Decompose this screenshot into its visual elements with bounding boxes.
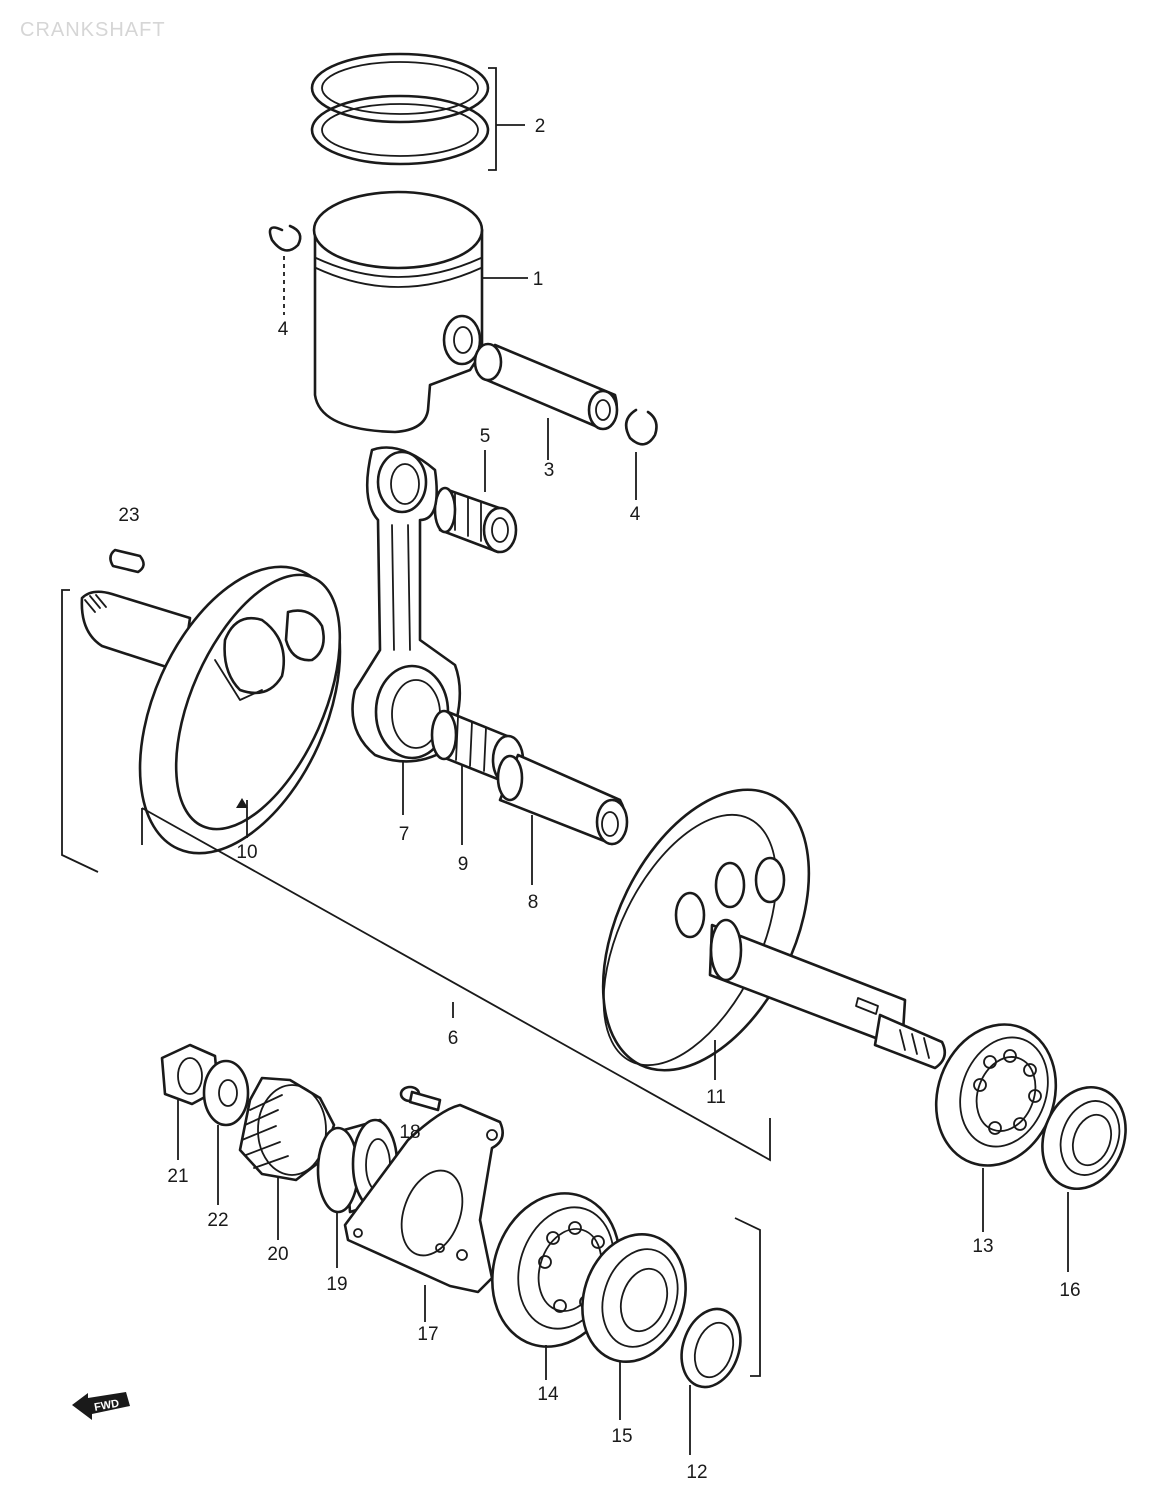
label-4-left: 4 [278, 319, 289, 340]
part-labels: 2 1 4 3 5 4 23 10 7 9 8 6 11 18 21 22 20… [118, 116, 1080, 1483]
circlip-left [268, 224, 302, 315]
label-23: 23 [118, 505, 139, 526]
label-19: 19 [326, 1274, 347, 1295]
washer [202, 1059, 250, 1205]
label-20: 20 [267, 1244, 288, 1265]
label-11: 11 [706, 1087, 726, 1108]
label-13: 13 [972, 1236, 993, 1257]
piston-rings [310, 52, 525, 171]
bolt [399, 1085, 442, 1112]
label-2: 2 [535, 116, 546, 137]
label-3: 3 [544, 460, 555, 481]
fwd-arrow-icon: FWD [72, 1392, 130, 1420]
label-22: 22 [207, 1210, 228, 1231]
label-10: 10 [236, 842, 257, 863]
piston-pin [473, 342, 619, 460]
label-21: 21 [167, 1166, 188, 1187]
circlip-right [624, 408, 658, 500]
label-17: 17 [417, 1324, 438, 1345]
label-12: 12 [686, 1462, 707, 1483]
fwd-label: FWD [93, 1398, 120, 1414]
spacer-ring [680, 1307, 742, 1455]
piston [312, 190, 528, 434]
label-8: 8 [528, 892, 539, 913]
woodruff-key [109, 548, 145, 574]
oil-seal-left [581, 1232, 687, 1420]
crankshaft-left [61, 565, 342, 873]
oil-seal-right [1041, 1085, 1127, 1272]
crankshaft-right [601, 788, 947, 1080]
label-9: 9 [458, 854, 469, 875]
diagram-title: CRANKSHAFT [20, 19, 166, 41]
label-4-right: 4 [630, 504, 641, 525]
label-18: 18 [399, 1122, 420, 1143]
bracket-left-bearings [734, 1217, 761, 1377]
connecting-rod [351, 446, 462, 815]
crankshaft-assembly-bracket [141, 807, 771, 1162]
label-1: 1 [533, 269, 544, 290]
small-end-bearing [433, 450, 518, 554]
label-5: 5 [480, 426, 491, 447]
label-15: 15 [611, 1426, 632, 1447]
label-6: 6 [448, 1028, 459, 1049]
label-7: 7 [399, 824, 410, 845]
label-16: 16 [1059, 1280, 1080, 1301]
label-14: 14 [537, 1384, 559, 1405]
bearing-retainer-plate [343, 1103, 504, 1322]
crank-pin [496, 753, 629, 885]
